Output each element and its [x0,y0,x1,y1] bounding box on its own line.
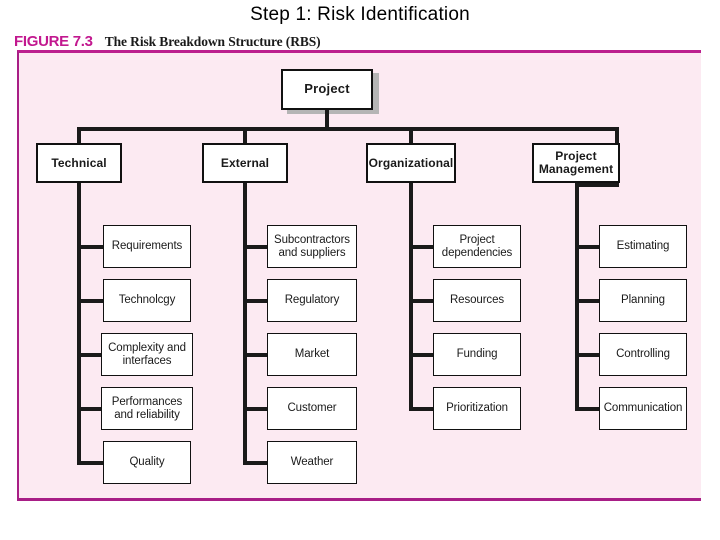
node-prioritization[interactable]: Prioritization [433,387,521,430]
node-planning[interactable]: Planning [599,279,687,322]
node-controlling[interactable]: Controlling [599,333,687,376]
node-performances-and-reliability[interactable]: Performances and reliability [101,387,193,430]
node-technology[interactable]: Technolcgy [103,279,191,322]
node-project-management[interactable]: Project Management [532,143,620,183]
node-customer[interactable]: Customer [267,387,357,430]
node-complexity-and-interfaces[interactable]: Complexity and interfaces [101,333,193,376]
node-organizational[interactable]: Organizational [366,143,456,183]
page-title: Step 1: Risk Identification [250,4,470,25]
figure-caption: FIGURE 7.3 The Risk Breakdown Structure (… [14,33,321,51]
node-funding[interactable]: Funding [433,333,521,376]
node-project-dependencies[interactable]: Project dependencies [433,225,521,268]
figure-title: The Risk Breakdown Structure (RBS) [104,34,321,49]
node-requirements[interactable]: Requirements [103,225,191,268]
node-regulatory[interactable]: Regulatory [267,279,357,322]
node-market[interactable]: Market [267,333,357,376]
node-project[interactable]: Project [281,69,373,110]
node-external[interactable]: External [202,143,288,183]
node-technical[interactable]: Technical [36,143,122,183]
node-weather[interactable]: Weather [267,441,357,484]
node-quality[interactable]: Quality [103,441,191,484]
node-communication[interactable]: Communication [599,387,687,430]
figure-frame [17,50,701,501]
node-resources[interactable]: Resources [433,279,521,322]
figure-number: FIGURE 7.3 [14,33,93,50]
node-subcontractors-and-suppliers[interactable]: Subcontractors and suppliers [267,225,357,268]
node-estimating[interactable]: Estimating [599,225,687,268]
